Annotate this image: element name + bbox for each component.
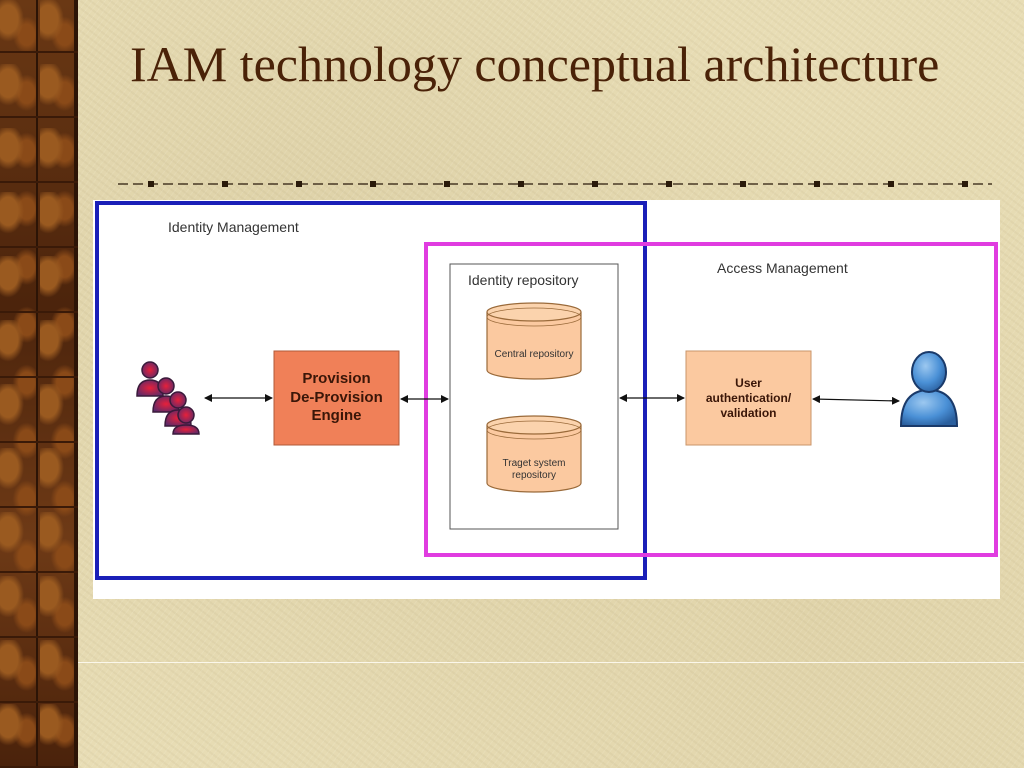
arrow-auth-user (812, 395, 900, 405)
auth-box (685, 350, 812, 446)
users-group-icon (136, 361, 200, 435)
identity-management-label: Identity Management (168, 219, 299, 235)
identity-management-frame (95, 201, 647, 580)
user-icon (899, 351, 959, 427)
target-repository-label: Traget system repository (502, 457, 566, 482)
dashed-divider (118, 181, 992, 187)
footer-divider (78, 662, 1024, 663)
auth-box-label: User authentication/ validation (705, 375, 792, 420)
access-management-label: Access Management (717, 260, 848, 276)
central-repository-label: Central repository (494, 348, 574, 360)
central-repository-cylinder (486, 302, 582, 380)
provision-engine-box (273, 350, 400, 446)
target-repository-cylinder (486, 415, 582, 493)
provision-engine-label: Provision De-Provision Engine (290, 369, 383, 425)
diagram-shapes (95, 201, 998, 580)
iam-architecture-diagram: Identity Management Access Management Id… (93, 200, 1000, 599)
identity-repository-label: Identity repository (468, 272, 579, 288)
decorative-wood-strip (0, 0, 78, 768)
slide-title: IAM technology conceptual architecture (130, 36, 940, 92)
